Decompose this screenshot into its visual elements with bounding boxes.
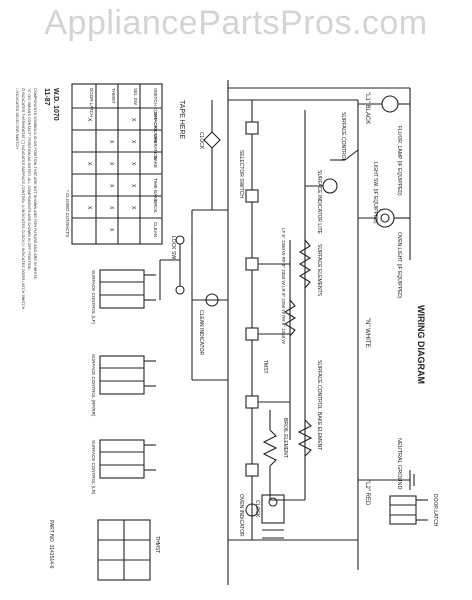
- oven-indicator: [245, 503, 259, 517]
- bake-element-zigzag: [297, 419, 313, 457]
- surface-indicator-lite: [322, 178, 338, 194]
- table-header-1: SEL SW: [133, 88, 138, 106]
- surface-control-lr: [99, 439, 156, 479]
- label-surface-control-lr: SURFACE CONTROL (LR): [91, 440, 96, 495]
- table-cell: X: [108, 162, 114, 166]
- neutral-ground-label: NEUTRAL GROUND: [396, 438, 402, 489]
- table-cell: X: [108, 228, 114, 232]
- label-selector-switch: SELECTOR SWITCH: [238, 150, 244, 198]
- table-row-5-label: CLEAN: [153, 222, 158, 237]
- fluor-lamp-symbol: [381, 95, 399, 113]
- table-cell: X: [86, 118, 92, 122]
- label-clean-indicator: CLEAN INDICATOR: [198, 310, 204, 355]
- note-4: □ INDICATES SELECTOR SWITCH: [15, 88, 19, 149]
- tape-note: TAPE HERE: [178, 100, 185, 139]
- table-cell: X: [108, 206, 114, 210]
- table-row-0-label: OFF OR OVEN: [153, 112, 158, 143]
- label-broil-element: BROIL ELEMENT: [282, 418, 288, 458]
- selector-box-3: [245, 257, 259, 271]
- table-cell: X: [108, 184, 114, 188]
- label-clock: CLOCK: [198, 132, 204, 150]
- label-element-ratings: LF 6" 1350 W RF 8" 2350 W LR 8" 2350 W R…: [281, 228, 286, 344]
- clean-indicator: [205, 293, 219, 307]
- label-tmst: TMST.: [262, 360, 268, 374]
- diagram-title: WIRING DIAGRAM: [416, 305, 426, 384]
- label-surface-control-lf: SURFACE CONTROL (LF): [91, 270, 96, 324]
- note-3: ⊡ INDICATES THERMOSTAT ◯ INDICATES SURFA…: [21, 88, 26, 310]
- table-row-3-label: TIME BAKE: [153, 178, 158, 202]
- label-surface-elements: SURFACE ELEMENTS: [316, 244, 322, 297]
- label-oven-indicator: OVEN INDICATOR: [238, 494, 244, 537]
- surface-element-zigzag: [298, 239, 312, 289]
- model-date: 11-87: [43, 88, 50, 106]
- label-door-latch: DOOR LATCH: [432, 494, 438, 527]
- label-surface-control-top: SURFACE CONTROL: [340, 112, 346, 162]
- table-footnote: * CLOSED CONTACTS: [65, 190, 70, 237]
- broil-element-zigzag: [262, 429, 278, 467]
- label-lock-sw: LOCK SW.: [170, 236, 176, 260]
- surface-control-rf-rr: [99, 355, 156, 395]
- model-number: W.D. 1070: [52, 88, 59, 121]
- clock-motor: [261, 494, 285, 539]
- door-latch-switch: [389, 495, 428, 525]
- table-cell: X: [130, 162, 136, 166]
- thermostat-block: [97, 519, 151, 581]
- label-clock-lower: CLOCK: [254, 500, 260, 518]
- table-cell: X: [108, 140, 114, 144]
- table-header-3: DOOR LATCH: [89, 88, 94, 117]
- label-oven-light: OVEN LIGHT (IF EQUIPPED): [396, 232, 402, 299]
- selector-box-1: [245, 121, 259, 135]
- surface-control-lf: [99, 269, 156, 309]
- part-number: PART NO. 3141514-6: [48, 520, 54, 569]
- table-cell: X: [130, 206, 136, 210]
- label-surface-control-rf-rr: SURFACE CONTROL (RF/RR): [91, 354, 96, 417]
- line-l2-label: "L2" RED: [364, 480, 370, 506]
- selector-box-2: [245, 189, 259, 203]
- label-thmst: THMST.: [154, 536, 160, 554]
- note-2: "X" OR "MEANS CONTACT" POSITION AS NOTED…: [27, 88, 31, 271]
- switch-contacts-table: [71, 83, 163, 245]
- label-surface-indicator: SURFACE INDICATOR LITE: [316, 170, 322, 235]
- table-cell: X: [130, 184, 136, 188]
- table-row-4-label: BROIL: [153, 200, 158, 214]
- label-fluor-lamp: FLUOR. LAMP (IF EQUIPPED): [396, 126, 402, 196]
- watermark: AppliancePartsPros.com: [44, 4, 428, 42]
- label-bake-element: BAKE ELEMENT: [316, 412, 322, 450]
- table-row-1-label: OPERATION: [153, 134, 158, 160]
- clock-symbol: [203, 131, 221, 149]
- line-neutral-label: "N" WHITE: [364, 318, 370, 348]
- table-cell: X: [130, 140, 136, 144]
- table-row-2-label: BAKE: [153, 156, 158, 168]
- table-cell: X: [86, 206, 92, 210]
- line-l1-label: "L1" BLACK: [364, 92, 370, 124]
- note-1: COMPONENTS SYMBOLS IN ON POSITION THAT A…: [33, 88, 37, 280]
- label-light-switch: LIGHT SW. (IF EQUIPPED): [372, 162, 378, 224]
- label-surface-control-mid: SURFACE CONTROL: [316, 360, 322, 410]
- table-header-2: THMST: [111, 88, 116, 104]
- table-header-0: SWITCH CONTACTS: [153, 88, 158, 131]
- table-cell: X: [86, 162, 92, 166]
- table-cell: X: [130, 118, 136, 122]
